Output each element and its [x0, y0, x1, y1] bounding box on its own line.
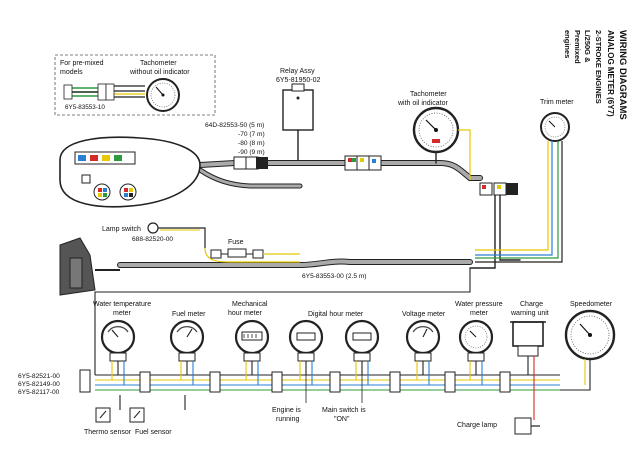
notes: Engine is running Main switch is "ON": [272, 361, 366, 423]
cable-5m: 64D-82553-50 (5 m): [205, 122, 264, 129]
title-line-5: Premixed: [573, 30, 582, 64]
cable-9m: -90 (9 m): [238, 149, 265, 156]
premix-label-2: models: [60, 69, 83, 76]
main-cable-labels: 64D-82553-50 (5 m) -70 (7 m) -80 (8 m) -…: [205, 122, 265, 156]
charge-lamp-label: Charge lamp: [457, 422, 497, 429]
gauge-labels: Water temperature meter Fuel meter Mecha…: [93, 301, 613, 318]
charge-warning-unit: [510, 321, 546, 357]
premix-inset: For pre-mixed models Tachometer without …: [54, 54, 216, 116]
cable-8m: -80 (8 m): [238, 140, 265, 147]
tach-oil-label-1: Tachometer: [410, 91, 447, 98]
mechanical-hour-gauge: [234, 319, 270, 362]
gauge-label-water-temp-2: meter: [113, 310, 132, 317]
gauge-label-water-pressure-1: Water pressure: [455, 301, 503, 308]
digital-hour-gauge-2: [344, 319, 380, 362]
remote-control-lever: [59, 237, 120, 296]
part-other: 6Y5-82117-00: [18, 389, 60, 396]
title-block: WIRING DIAGRAMS ANALOG METER (6Y7) 2-STR…: [563, 30, 628, 120]
premix-harness-part: 6Y5-83553-10: [65, 104, 105, 111]
lamp-switch-label: Lamp switch: [102, 226, 141, 233]
premix-tach-label-2: without oil indicator: [129, 69, 190, 76]
note-engine-running-1: Engine is: [272, 407, 301, 414]
voltage-gauge: [405, 319, 441, 362]
part-fuel: 6Y5-82149-00: [18, 381, 60, 388]
fuel-sensor-label: Fuel sensor: [135, 429, 172, 436]
title-line-4: L/250G &: [583, 30, 592, 63]
premix-label-1: For pre-mixed: [60, 60, 104, 67]
trim-meter-gauge: Trim meter: [475, 99, 574, 263]
gauge-label-mech-hour-1: Mechanical: [232, 301, 268, 308]
fuel-gauge: [169, 319, 205, 362]
cable-7m: -70 (7 m): [238, 131, 265, 138]
trim-meter-label: Trim meter: [540, 99, 574, 106]
main-harness: [107, 129, 521, 269]
gauge-label-charge-1: Charge: [520, 301, 543, 308]
harness-connectors: [233, 155, 518, 196]
lower-wiring: [94, 268, 591, 420]
gauge-label-charge-2: warning unit: [510, 310, 549, 317]
gauge-label-speedometer: Speedometer: [570, 301, 613, 308]
speedometer-gauge: [564, 309, 616, 361]
title-line-6: engines: [563, 30, 572, 58]
note-main-switch-2: "ON": [334, 416, 350, 423]
gauge-label-digital-hour: Digital hour meter: [308, 311, 364, 318]
left-part-numbers: 6Y5-82521-00 6Y5-82149-00 6Y5-82117-00: [18, 373, 60, 396]
gauge-label-water-temp-1: Water temperature: [93, 301, 151, 308]
tachometer-oil-gauge: Tachometer with oil indicator: [397, 91, 471, 180]
lamp-switch: Lamp switch 688-82520-00: [102, 222, 206, 248]
relay-name: Relay Assy: [280, 68, 315, 75]
remote-control-box: [59, 136, 201, 208]
part-water-temp: 6Y5-82521-00: [18, 373, 60, 380]
fuse: Fuse: [204, 239, 300, 263]
fuel-sensor: Fuel sensor: [129, 407, 172, 436]
fuse-label: Fuse: [228, 239, 244, 246]
thermo-sensor-label: Thermo sensor: [84, 429, 132, 436]
premix-tachometer-gauge: [146, 78, 180, 112]
title-line-3: 2-STROKE ENGINES: [594, 30, 603, 104]
lamp-switch-part: 688-82520-00: [132, 236, 173, 243]
tach-oil-label-2: with oil indicator: [397, 100, 448, 107]
title-line-1: WIRING DIAGRAMS: [617, 30, 628, 120]
gauge-label-water-pressure-2: meter: [470, 310, 489, 317]
digital-hour-gauge-1: [288, 319, 324, 362]
harness-25m-label: 6Y5-83553-00 (2.5 m): [302, 273, 367, 280]
relay-assy: Relay Assy 6Y5-81950-02: [276, 68, 320, 131]
bus-connectors: [79, 369, 511, 393]
thermo-sensor: Thermo sensor: [84, 407, 132, 436]
gauge-label-fuel: Fuel meter: [172, 311, 206, 318]
charge-lamp: Charge lamp: [457, 417, 540, 435]
lower-gauges: [100, 309, 616, 362]
relay-part: 6Y5-81950-02: [276, 77, 320, 84]
water-pressure-gauge: [458, 319, 494, 362]
sensors: Thermo sensor Fuel sensor: [84, 407, 172, 436]
water-temp-gauge: [100, 319, 136, 362]
premix-tach-label-1: Tachometer: [140, 60, 177, 67]
title-line-2: ANALOG METER (6Y7): [606, 30, 615, 117]
gauge-label-mech-hour-2: hour meter: [228, 310, 263, 317]
note-main-switch-1: Main switch is: [322, 407, 366, 414]
note-engine-running-2: running: [276, 416, 299, 423]
gauge-label-voltage: Voltage meter: [402, 311, 446, 318]
